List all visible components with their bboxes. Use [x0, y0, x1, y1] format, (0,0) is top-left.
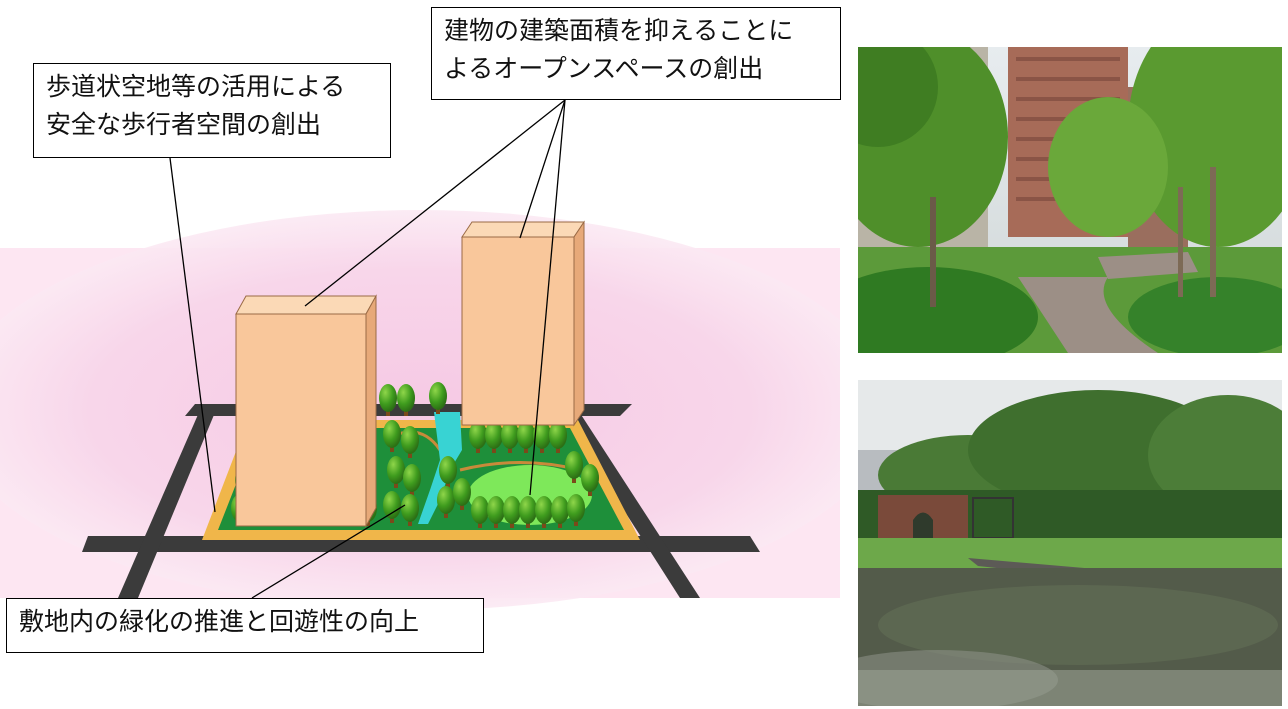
callout-open-space-line2: よるオープンスペースの創出: [444, 54, 764, 83]
callout-greening-line1: 敷地内の緑化の推進と回遊性の向上: [19, 607, 420, 636]
callout-sidewalk-space: 歩道状空地等の活用による 安全な歩行者空間の創出: [33, 63, 391, 158]
building-left: [235, 294, 377, 528]
leader-lines: [169, 99, 566, 599]
urban-site-diagram: [0, 99, 840, 610]
callout-sidewalk-line1: 歩道状空地等の活用による: [46, 72, 346, 101]
callout-open-space: 建物の建築面積を抑えることに よるオープンスペースの創出: [431, 7, 841, 100]
photo-pond-garden: [858, 380, 1282, 706]
callout-open-space-line1: 建物の建築面積を抑えることに: [444, 16, 794, 45]
callout-greening: 敷地内の緑化の推進と回遊性の向上: [6, 598, 484, 653]
callout-sidewalk-line2: 安全な歩行者空間の創出: [46, 110, 322, 139]
building-right: [461, 220, 585, 427]
photo-park-path: [858, 47, 1282, 353]
